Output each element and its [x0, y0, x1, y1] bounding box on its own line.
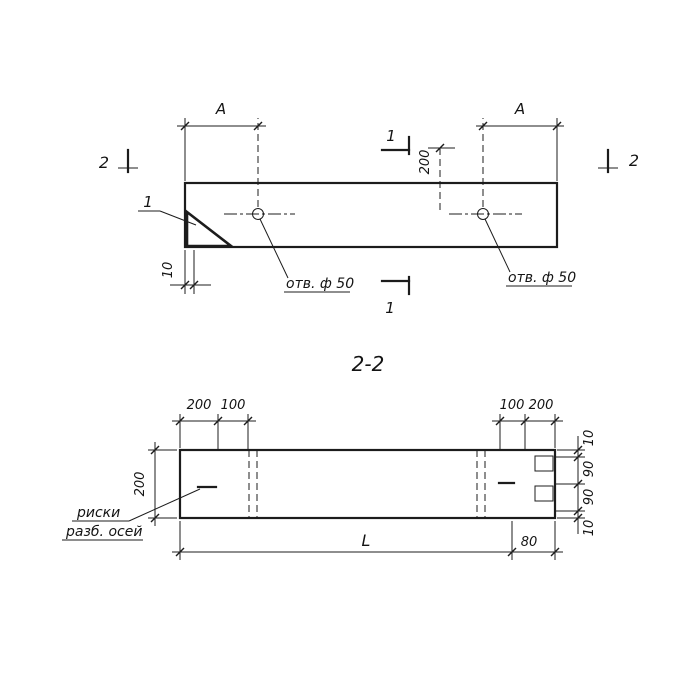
section-mark-2-right: 2 [598, 148, 639, 174]
dimension-left-height: 200 [133, 442, 177, 526]
section-2-right-label: 2 [629, 151, 639, 170]
section-view: 200 100 100 200 200 [62, 398, 597, 560]
dim-tick [550, 416, 560, 426]
dim-tick [573, 506, 583, 516]
beam-outline [183, 181, 559, 249]
dim-a-right-label: A [514, 100, 525, 118]
dim-tick [150, 513, 160, 523]
dimension-a-left: A [177, 100, 266, 207]
leader-line [128, 488, 201, 522]
dim-tick [243, 416, 253, 426]
dimension-top-right: 100 200 [492, 398, 563, 450]
dim-tick [495, 416, 505, 426]
section-mark-1-bottom: 1 [380, 275, 411, 317]
section-title: 2-2 [352, 352, 385, 376]
dim-tick [573, 452, 583, 462]
notch-bottom [534, 485, 554, 502]
dim-90-label: 90 [582, 461, 597, 478]
plan-view: 1 отв. ф 50 отв. ф 50 A [99, 100, 639, 317]
dim-tick [180, 121, 190, 131]
dim-200-label: 200 [418, 150, 433, 175]
section-mark-1-top: 1 [380, 127, 411, 156]
dim-tick [175, 416, 185, 426]
leader-line [259, 218, 289, 279]
dim-length-label: L [362, 531, 371, 550]
dim-100-label: 100 [500, 398, 525, 413]
leader-line [484, 218, 511, 273]
dim-tick [150, 445, 160, 455]
dimension-a-right: A [476, 100, 564, 207]
dim-80-label: 80 [521, 535, 538, 550]
dim-90-label: 90 [582, 489, 597, 506]
dimension-200-plan: 200 [418, 143, 455, 214]
section-1-top-label: 1 [386, 127, 396, 145]
dim-tick [478, 121, 488, 131]
dim-tick [189, 280, 199, 290]
section-mark-2-left: 2 [99, 148, 138, 174]
dim-tick [253, 121, 263, 131]
dim-left-200-label: 200 [133, 472, 148, 497]
detail-callout-label: 1 [143, 193, 153, 211]
dimension-right-stack: 10 90 90 10 [556, 430, 597, 537]
dimension-bottom-length: L 80 [172, 521, 563, 560]
detail-callout: 1 [138, 193, 197, 226]
hole-label-left: отв. ф 50 [286, 276, 354, 292]
dim-tick [520, 416, 530, 426]
hole-callout-left: отв. ф 50 [259, 218, 354, 293]
dim-tick [507, 547, 517, 557]
hole-label-right: отв. ф 50 [508, 270, 576, 286]
beam-outline [178, 448, 557, 520]
dim-tick [573, 513, 583, 523]
dim-tick [550, 547, 560, 557]
axis-marks-note: риски разб. осей [62, 488, 201, 541]
dim-tick [213, 416, 223, 426]
dim-tick [573, 445, 583, 455]
dim-200-label: 200 [187, 398, 212, 413]
note-line1: риски [76, 505, 120, 521]
dim-tick [573, 479, 583, 489]
dimension-top-left: 200 100 [172, 398, 256, 450]
dim-10-label: 10 [582, 430, 597, 447]
note-line2: разб. осей [65, 524, 142, 540]
dim-10-label: 10 [161, 262, 176, 279]
notch-top [534, 455, 554, 472]
dim-200-label: 200 [529, 398, 554, 413]
corner-gusset [185, 209, 235, 248]
dim-100-label: 100 [221, 398, 246, 413]
dim-10-label: 10 [582, 520, 597, 537]
dim-tick [552, 121, 562, 131]
dim-tick [435, 143, 445, 153]
section-1-bottom-label: 1 [385, 299, 395, 317]
section-2-left-label: 2 [99, 153, 109, 172]
dim-tick [180, 280, 190, 290]
hole-callout-right: отв. ф 50 [484, 218, 576, 287]
dim-a-left-label: A [215, 100, 226, 118]
dim-tick [175, 547, 185, 557]
leader-line [159, 210, 197, 226]
dimension-10-plan: 10 [161, 250, 211, 294]
